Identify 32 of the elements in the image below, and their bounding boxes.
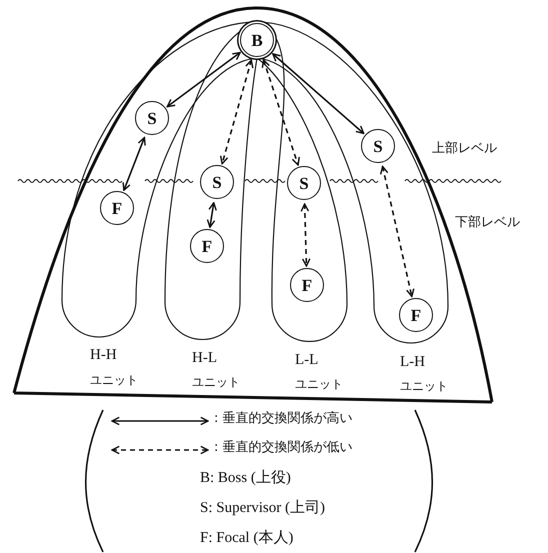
member-circle: F: [100, 191, 134, 225]
member-circle: F: [290, 268, 324, 302]
dashed-double-arrow: [300, 203, 311, 267]
double-arrow: [122, 136, 146, 191]
unit-label: ユニット: [400, 380, 448, 394]
dashed-double-arrow: [262, 59, 300, 166]
dashed-double-arrow: [380, 166, 414, 298]
double-arrow: [206, 202, 217, 228]
double-arrow: [166, 52, 241, 108]
legend-note: S: Supervisor (上司): [200, 500, 325, 516]
member-circle: S: [287, 166, 321, 200]
member-circle: F: [190, 229, 224, 263]
unit-label: ユニット: [295, 378, 343, 392]
boss-circle: B: [240, 23, 274, 57]
member-circle: F: [399, 298, 433, 332]
legend-text: : 垂直的交換関係が高い: [214, 412, 353, 426]
legend-text: : 垂直的交換関係が低い: [214, 441, 353, 456]
level-label: 上部レベル: [432, 142, 497, 156]
legend-note: B: Boss (上役): [200, 470, 291, 486]
member-circle: S: [135, 101, 169, 135]
unit-label: H-H: [90, 347, 117, 364]
unit-label: L-H: [400, 354, 425, 370]
double-arrow: [272, 53, 364, 134]
legend-note: F: Focal (本人): [200, 530, 294, 546]
level-label: 下部レベル: [455, 216, 520, 230]
dashed-double-arrow: [220, 60, 254, 164]
unit-label: H-L: [192, 350, 217, 366]
unit-label: ユニット: [90, 374, 138, 388]
unit-label: L-L: [295, 352, 318, 368]
member-circle: S: [361, 129, 395, 163]
unit-label: ユニット: [192, 376, 240, 390]
member-circle: S: [200, 165, 234, 199]
